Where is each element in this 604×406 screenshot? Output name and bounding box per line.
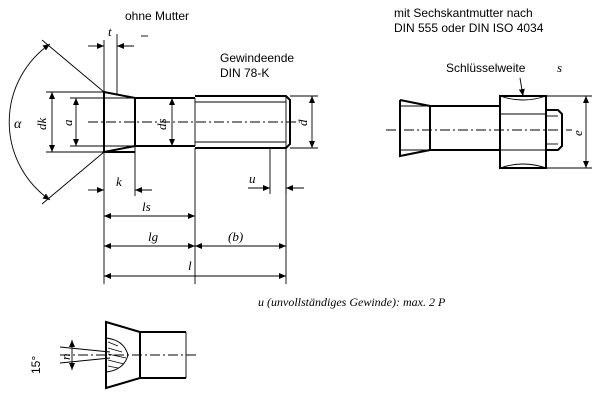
countersink-angle-dimension: α <box>8 39 105 205</box>
wrench-size-symbol: s <box>557 60 562 75</box>
angle-15-label: 15° <box>29 356 43 374</box>
shank-diameter-dimension: ds <box>154 98 175 146</box>
ds-label: ds <box>154 118 169 130</box>
l-label: l <box>188 258 192 273</box>
heading-with-nut-line1: mit Sechskantmutter nach <box>394 6 533 20</box>
heading-without-nut: ohne Mutter <box>125 9 189 23</box>
wrench-size-label: Schlüsselweite <box>446 61 526 75</box>
overall-length-dimension: l <box>104 148 287 284</box>
d-label: d <box>295 119 310 126</box>
head-height-dimension: k <box>88 146 152 284</box>
dk-label: dk <box>34 118 49 131</box>
incomplete-thread-dimension: u <box>248 148 304 194</box>
n-label: n <box>58 354 73 361</box>
wrench-size-annotation: Schlüsselweite s <box>446 60 562 97</box>
grip-length-dimension: lg (b) <box>104 229 286 249</box>
thread-end-label-1: Gewindeende <box>220 51 294 65</box>
t-label: t <box>108 24 112 39</box>
slot-detail-view: n 15° <box>29 320 196 390</box>
nut-corner-dimension: e <box>546 95 592 169</box>
shank-length-dimension: ls <box>104 148 196 284</box>
a-label: a <box>60 119 75 126</box>
alpha-label: α <box>14 117 22 132</box>
incomplete-thread-note: u (unvollständiges Gewinde): max. 2 P <box>258 295 446 309</box>
bolt-with-nut-view <box>386 95 572 169</box>
ls-label: ls <box>142 199 151 214</box>
thread-end-label-2: DIN 78-K <box>220 66 269 80</box>
head-depth-dimension: t <box>88 24 148 94</box>
lg-label: lg <box>148 229 159 244</box>
e-label: e <box>570 130 585 136</box>
heading-with-nut-line2: DIN 555 oder DIN ISO 4034 <box>394 21 544 35</box>
bolt-side-view <box>88 91 300 153</box>
thread-diameter-dimension: d <box>290 95 318 149</box>
u-label: u <box>249 171 256 186</box>
head-diameter-dimension: dk a <box>34 91 104 153</box>
k-label: k <box>116 174 122 189</box>
b-label: (b) <box>228 229 243 244</box>
